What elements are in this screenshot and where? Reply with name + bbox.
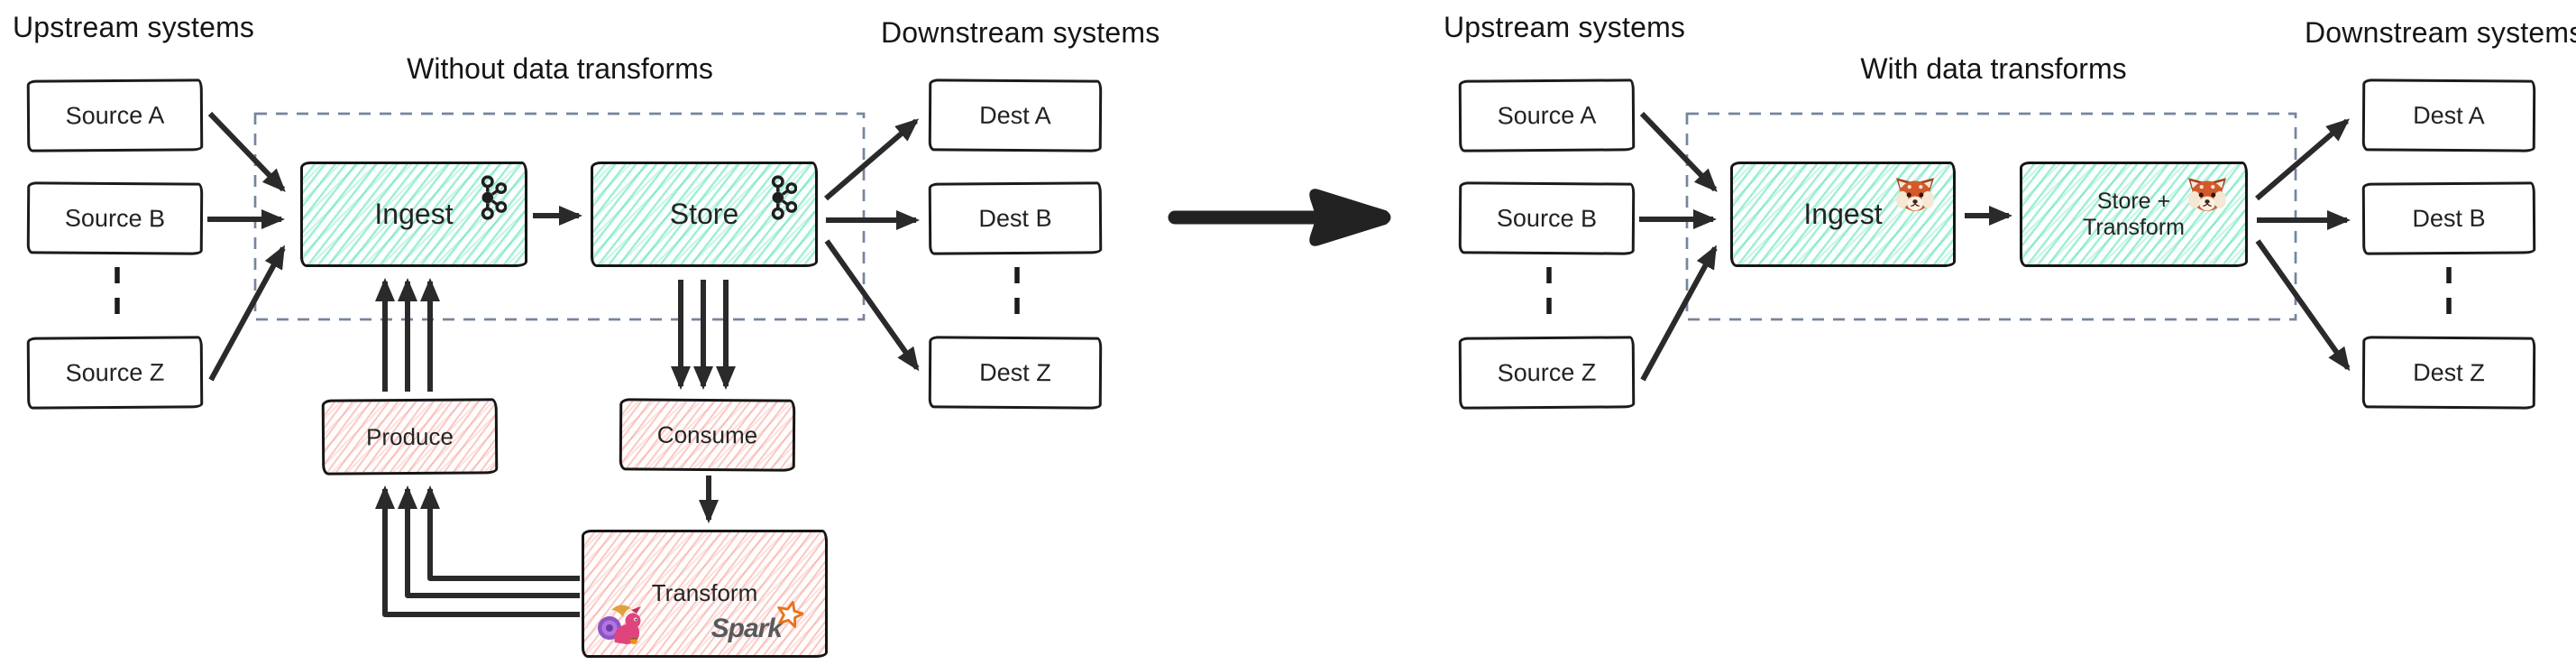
arrow-sourceZ-ingest-right xyxy=(1640,245,1718,382)
store-transform-label: Store + Transform xyxy=(2083,189,2185,241)
big-transition-arrow xyxy=(1168,189,1391,246)
source-a-box-left: Source A xyxy=(26,79,204,152)
downstream-systems-heading-right: Downstream systems xyxy=(2305,16,2576,49)
consume-label: Consume xyxy=(656,420,758,448)
panel-title-right: With data transforms xyxy=(1860,52,2127,85)
arrow-transform-produce-3 xyxy=(420,485,580,581)
store-node-left: Store xyxy=(591,162,818,267)
produce-node: Produce xyxy=(321,398,499,476)
kafka-icon xyxy=(771,175,797,220)
source-z-label-left: Source Z xyxy=(65,358,165,386)
arrow-sourceZ-ingest-left xyxy=(208,245,286,382)
source-a-box-right: Source A xyxy=(1458,79,1636,152)
arrow-store-destA-left xyxy=(824,118,920,201)
arrow-transform-produce-2 xyxy=(398,485,580,598)
panel-title-left: Without data transforms xyxy=(407,52,713,85)
arrow-storetransform-destA xyxy=(2255,118,2351,201)
spark-logo: Spark xyxy=(710,601,809,643)
dest-b-box-right: Dest B xyxy=(2361,181,2536,255)
source-b-box-left: Source B xyxy=(26,181,204,255)
store-label-left: Store xyxy=(669,198,739,230)
dest-z-box-left: Dest Z xyxy=(928,336,1103,410)
source-a-label-right: Source A xyxy=(1497,101,1597,129)
dest-z-label-left: Dest Z xyxy=(979,358,1051,386)
ingest-label-right: Ingest xyxy=(1803,198,1883,230)
dest-a-box-right: Dest A xyxy=(2361,79,2536,152)
dest-z-label-right: Dest Z xyxy=(2413,358,2485,386)
upstream-systems-heading-right: Upstream systems xyxy=(1444,11,1686,43)
upstream-systems-heading-left: Upstream systems xyxy=(13,11,255,43)
spark-star-icon xyxy=(777,601,803,628)
ingest-node-left: Ingest xyxy=(300,162,527,267)
produce-label: Produce xyxy=(365,422,454,450)
spark-wordmark: Spark xyxy=(710,614,783,643)
redpanda-icon xyxy=(2188,178,2226,211)
source-b-label-right: Source B xyxy=(1496,204,1598,232)
dest-b-label-right: Dest B xyxy=(2412,204,2486,232)
ingest-node-right: Ingest xyxy=(1730,162,1956,267)
arrow-storetransform-destZ xyxy=(2255,239,2351,372)
store-transform-node: Store + Transform xyxy=(2020,162,2248,267)
source-b-box-right: Source B xyxy=(1458,181,1636,255)
source-z-box-right: Source Z xyxy=(1458,336,1636,410)
source-z-box-left: Source Z xyxy=(26,336,204,410)
kafka-icon xyxy=(481,175,507,220)
source-a-label-left: Source A xyxy=(65,101,165,129)
dest-a-label-left: Dest A xyxy=(979,101,1051,129)
dest-a-label-right: Dest A xyxy=(2413,101,2485,129)
downstream-systems-heading-left: Downstream systems xyxy=(881,16,1160,49)
transform-label: Transform xyxy=(651,579,758,606)
consume-node: Consume xyxy=(619,398,796,472)
ingest-label-left: Ingest xyxy=(374,198,454,230)
arrow-store-destZ-left xyxy=(824,239,920,372)
store-transform-line1: Store + xyxy=(2096,188,2171,214)
arrow-sourceA-ingest-left xyxy=(207,111,286,192)
store-transform-line2: Transform xyxy=(2083,214,2185,240)
dest-b-label-left: Dest B xyxy=(978,204,1052,232)
redpanda-icon xyxy=(1896,178,1934,211)
flink-squirrel-icon xyxy=(598,605,641,644)
dest-b-box-left: Dest B xyxy=(928,181,1103,255)
source-z-label-right: Source Z xyxy=(1497,358,1597,386)
dest-z-box-right: Dest Z xyxy=(2361,336,2536,410)
dest-a-box-left: Dest A xyxy=(928,79,1103,152)
arrow-sourceA-ingest-right xyxy=(1639,111,1718,192)
transform-node: Transform Spark xyxy=(582,530,828,658)
arrow-transform-produce-1 xyxy=(375,485,580,617)
source-b-label-left: Source B xyxy=(64,204,166,232)
